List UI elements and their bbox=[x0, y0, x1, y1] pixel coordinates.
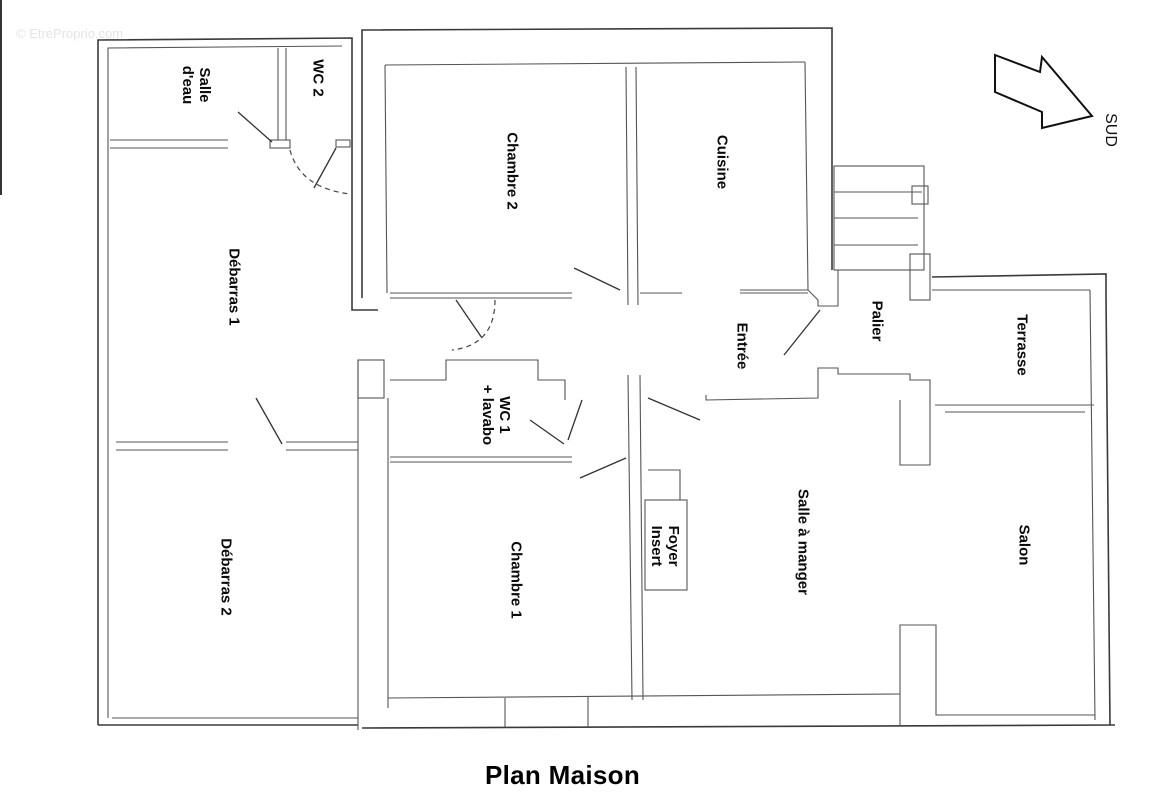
room-label-line2: d'eau bbox=[179, 65, 196, 105]
room-palier: Palier bbox=[868, 300, 886, 342]
walls-top-block bbox=[361, 27, 833, 306]
arrow-right-icon bbox=[994, 53, 1094, 130]
page-title: Plan Maison bbox=[485, 760, 640, 790]
doors bbox=[237, 111, 821, 479]
walls-lower-block bbox=[357, 359, 1116, 729]
room-salle-deau: Salle d'eau bbox=[179, 66, 213, 105]
room-entree: Entrée bbox=[733, 322, 751, 370]
room-terrasse: Terrasse bbox=[1013, 314, 1031, 376]
room-cuisine: Cuisine bbox=[713, 134, 731, 190]
room-salle-a-manger: Salle à manger bbox=[794, 489, 812, 595]
room-label-line2: + lavabo bbox=[479, 384, 496, 446]
room-label-line1: Foyer bbox=[665, 525, 682, 567]
walls-entry bbox=[705, 270, 1111, 726]
room-debarras-1: Débarras 1 bbox=[225, 248, 243, 326]
stairs bbox=[833, 165, 931, 301]
room-salon: Salon bbox=[1015, 524, 1033, 566]
walls-left-block bbox=[97, 37, 378, 730]
room-chambre-1: Chambre 1 bbox=[507, 541, 525, 619]
orientation-label: SUD bbox=[1102, 113, 1119, 147]
room-label-line1: Salle bbox=[196, 67, 213, 103]
room-foyer-insert: Foyer Insert bbox=[648, 526, 682, 567]
room-debarras-2: Débarras 2 bbox=[217, 538, 235, 616]
room-wc2: WC 2 bbox=[309, 59, 327, 97]
room-wc1-lavabo: WC 1 + lavabo bbox=[479, 385, 513, 445]
page-edge-line bbox=[0, 0, 2, 195]
room-chambre-2: Chambre 2 bbox=[503, 132, 521, 210]
room-label-line1: WC 1 bbox=[496, 396, 513, 434]
room-label-line2: Insert bbox=[648, 525, 665, 567]
watermark: © EtreProprio.com bbox=[16, 26, 124, 41]
